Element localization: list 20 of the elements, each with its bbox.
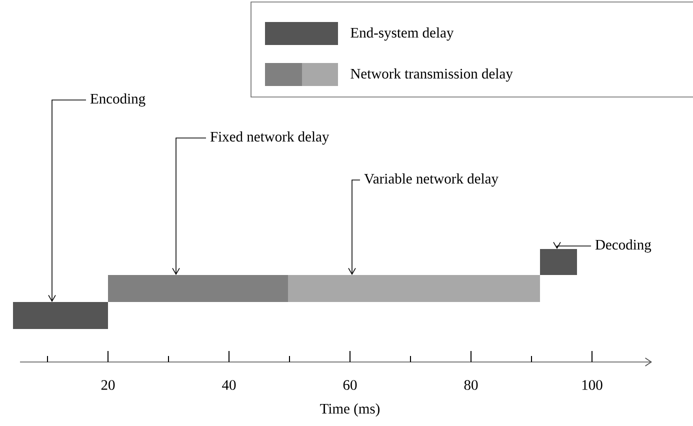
callout-label: Variable network delay [364,173,498,187]
callout-label: Encoding [90,93,146,107]
delay-bar [288,275,540,302]
leader-line [553,242,592,249]
leader-line [172,138,206,275]
tick-label: 40 [222,380,236,390]
leader-line [48,100,86,302]
axis-title: Time (ms) [320,403,380,417]
tick-label: 100 [582,380,602,390]
delay-bar [540,249,577,275]
delay-bar [13,302,108,329]
tick-label: 80 [464,380,478,390]
tick-label: 60 [343,380,357,390]
callout-label: Decoding [595,239,652,253]
legend-label: Network transmission delay [350,68,513,82]
delay-bar [108,275,288,302]
tick-label: 20 [101,380,115,390]
callout-label: Fixed network delay [210,131,330,145]
leader-line [348,180,360,275]
legend-label: End-system delay [350,27,454,41]
